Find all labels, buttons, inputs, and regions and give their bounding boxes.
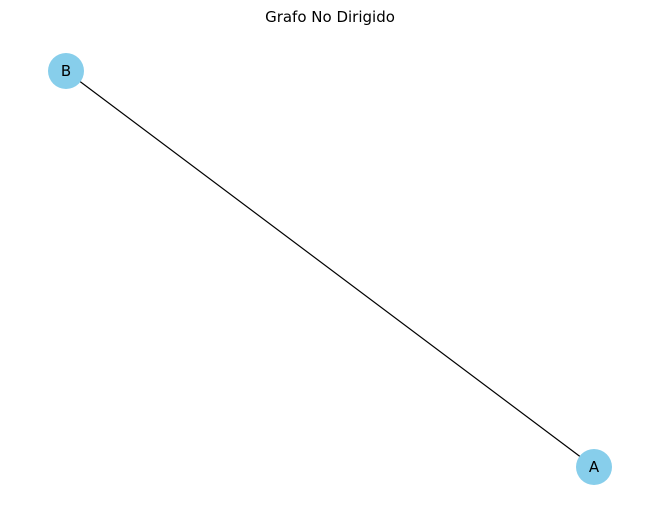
- edges-layer: [65, 70, 595, 468]
- node-b-label: B: [61, 62, 71, 80]
- node-a: A: [576, 449, 612, 485]
- graph-title: Grafo No Dirigido: [265, 8, 395, 26]
- node-a-circle: [576, 449, 612, 485]
- node-b-circle: [48, 53, 84, 89]
- nodes-layer: AB: [48, 53, 612, 485]
- node-b: B: [48, 53, 84, 89]
- edge-b-a: [65, 70, 595, 468]
- node-a-label: A: [589, 458, 600, 476]
